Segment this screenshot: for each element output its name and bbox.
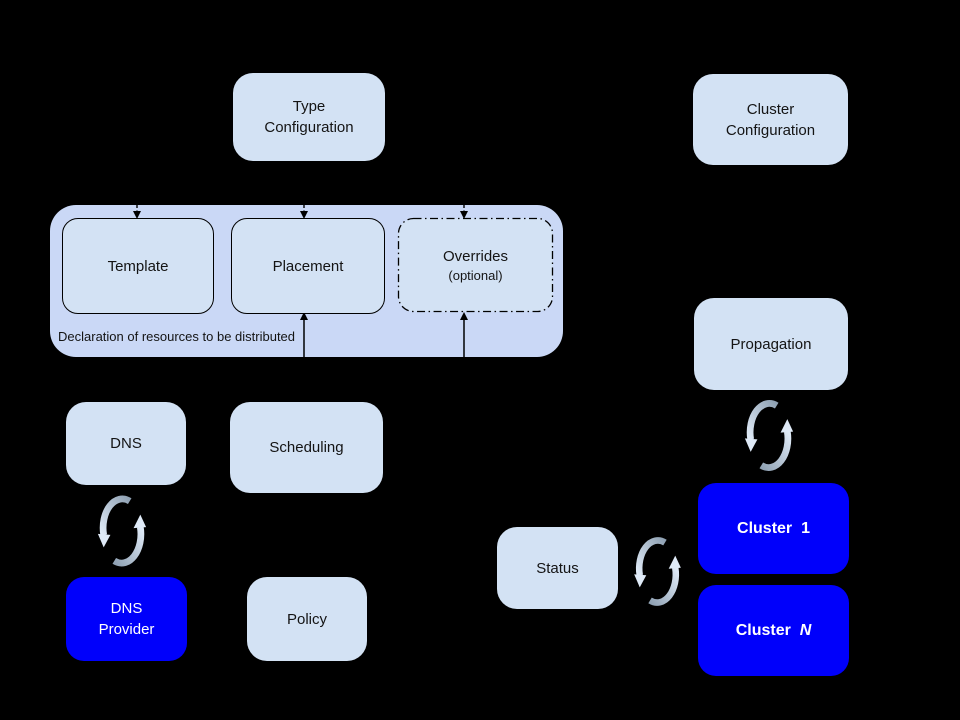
node-policy: Policy	[247, 577, 367, 661]
cluster-n-suffix: N	[799, 622, 812, 639]
node-dns-provider: DNS Provider	[66, 577, 187, 661]
cluster-n-prefix: Cluster	[735, 622, 796, 639]
dns-provider-line1: DNS	[110, 600, 143, 617]
node-cluster-configuration: Cluster Configuration	[693, 74, 848, 165]
incoming-arrows-top	[136, 205, 465, 211]
cluster-configuration-line2: Configuration	[725, 121, 816, 139]
container-arrows-layer	[133, 205, 554, 357]
node-status: Status	[497, 527, 618, 609]
cluster-1-label: Cluster 1	[737, 518, 810, 539]
group-caption: Declaration of resources to be distribut…	[58, 329, 296, 344]
node-type-configuration: Type Configuration	[233, 73, 385, 161]
cluster-configuration-line1: Cluster	[746, 100, 795, 118]
policy-label: Policy	[286, 610, 327, 628]
sync-cycle-icon	[634, 537, 681, 606]
overrides-dashed-border	[397, 217, 554, 313]
node-overrides: Overrides (optional)	[398, 218, 553, 312]
propagation-label: Propagation	[730, 335, 812, 353]
incoming-arrowheads-bottom	[300, 312, 468, 320]
node-template: Template	[62, 218, 214, 314]
sync-cycle-icon	[97, 495, 147, 567]
placement-label: Placement	[272, 257, 344, 275]
dns-label: DNS	[110, 435, 142, 452]
incoming-arrows-bottom	[303, 319, 465, 357]
template-label: Template	[107, 257, 169, 275]
overrides-sublabel: (optional)	[448, 268, 503, 283]
node-cluster-n: Cluster N	[698, 585, 849, 676]
type-configuration-line2: Configuration	[264, 119, 354, 136]
scheduling-label: Scheduling	[269, 439, 344, 456]
dns-provider-line2: Provider	[98, 621, 155, 638]
overrides-label: Overrides	[442, 248, 509, 265]
cluster-1-prefix: Cluster	[737, 520, 797, 537]
cluster-1-suffix: 1	[801, 520, 810, 537]
cluster-n-label: Cluster N	[736, 620, 812, 641]
resource-declaration-group: Template Placement Overrides (optional) …	[50, 205, 563, 357]
node-cluster-1: Cluster 1	[698, 483, 849, 574]
node-scheduling: Scheduling	[230, 402, 383, 493]
type-configuration-line1: Type	[292, 98, 326, 115]
incoming-arrowheads-top	[133, 211, 468, 219]
node-dns: DNS	[66, 402, 186, 485]
node-placement: Placement	[231, 218, 385, 314]
node-propagation: Propagation	[694, 298, 848, 390]
status-label: Status	[536, 559, 579, 577]
sync-cycle-icon	[744, 400, 794, 471]
